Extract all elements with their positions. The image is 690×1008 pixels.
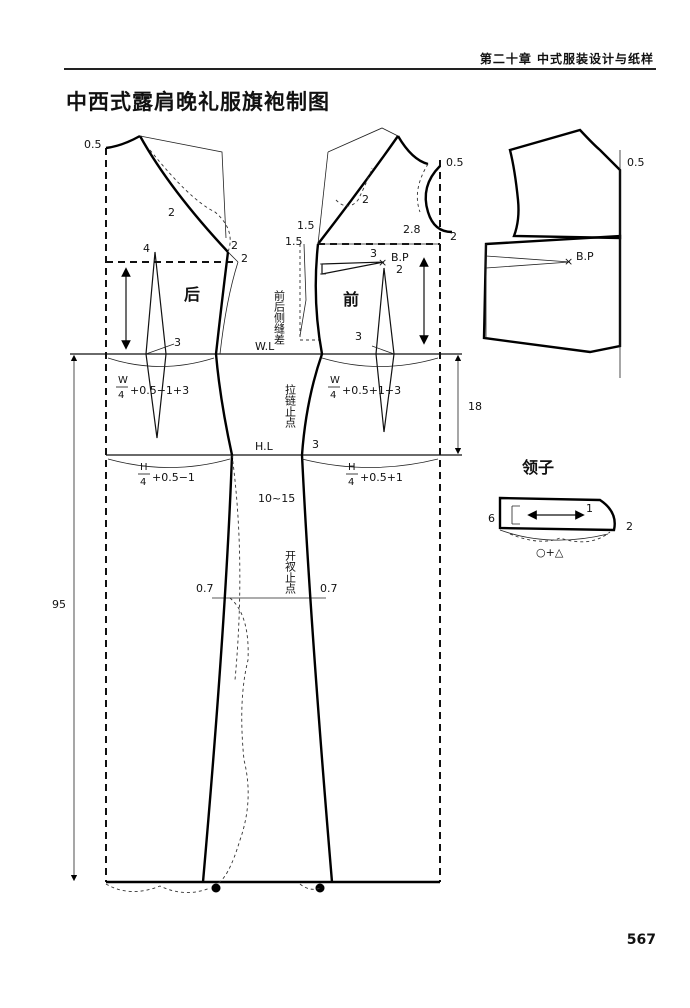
- waist-hip-label: 18: [468, 400, 482, 413]
- waist-hip-dimension: 18: [454, 354, 482, 455]
- label-zip-3: 3: [312, 438, 319, 451]
- chapter-header: 第二十章 中式服装设计与纸样: [479, 52, 654, 66]
- svg-text:+0.5+1+3: +0.5+1+3: [342, 384, 401, 397]
- back-piece: 后: [105, 134, 249, 885]
- back-hip-formula: H 4 +0.5−1: [138, 462, 195, 488]
- page-number: 567: [626, 932, 656, 948]
- collar-piece: 领子 6 1 2 ○+△: [488, 458, 633, 559]
- label-bp-2: 2: [396, 263, 403, 276]
- waist-line: W.L: [70, 340, 462, 355]
- label-neck-rise: 0.5: [84, 138, 102, 151]
- svg-text:W: W: [118, 375, 128, 386]
- yoke-bp-label: B.P: [576, 250, 594, 263]
- label-back-armhole: 2: [168, 206, 175, 219]
- label-hem-07-right: 0.7: [320, 582, 338, 595]
- note-side-seam-diff: 前后侧缝差: [273, 289, 286, 345]
- label-collar-1: 1: [586, 502, 593, 515]
- label-back-side: 2: [231, 239, 238, 252]
- label-front-dart-width: 3: [355, 330, 362, 343]
- svg-text:+0.5−1+3: +0.5−1+3: [130, 384, 189, 397]
- label-back-dart-width: 3: [174, 336, 181, 349]
- collar-panel-label: 领子: [522, 458, 554, 477]
- label-front-15b: 1.5: [285, 235, 303, 248]
- label-bp-3: 3: [370, 247, 377, 260]
- label-back-side-b: 2: [241, 252, 248, 265]
- svg-text:H: H: [140, 462, 148, 473]
- bp-label-front: B.P: [391, 251, 409, 264]
- total-length-label: 95: [52, 598, 66, 611]
- front-piece: 前 × B.P: [299, 127, 453, 883]
- label-collar-length: ○+△: [536, 546, 564, 559]
- hip-line-label: H.L: [255, 440, 274, 453]
- length-dimension: 95: [52, 354, 78, 882]
- hip-line: H.L: [106, 440, 462, 456]
- hem-curve-front: [299, 883, 321, 890]
- label-front-15a: 1.5: [297, 219, 315, 232]
- front-waist-formula: W 4 +0.5+1+3: [328, 375, 401, 401]
- back-waist-formula: W 4 +0.5−1+3: [116, 375, 189, 401]
- label-hem-07-left: 0.7: [196, 582, 214, 595]
- hem-curve-back: [105, 883, 211, 893]
- svg-text:4: 4: [330, 390, 336, 401]
- hem-notch-back: [211, 883, 221, 893]
- label-yoke-shoulder: 0.5: [627, 156, 645, 169]
- hem-notch-front: [315, 883, 325, 893]
- label-front-28: 2.8: [403, 223, 421, 236]
- front-waist-arc: [321, 357, 439, 367]
- yoke-bp-mark: ×: [564, 255, 573, 268]
- header-rule: [64, 68, 656, 70]
- label-front-neck: 2: [362, 193, 369, 206]
- svg-text:4: 4: [118, 390, 124, 401]
- label-front-armhole: 2: [450, 230, 457, 243]
- svg-text:W: W: [330, 375, 340, 386]
- svg-text:4: 4: [140, 477, 146, 488]
- label-shoulder-drop: 0.5: [446, 156, 464, 169]
- front-hip-arc: [301, 458, 439, 468]
- front-hip-formula: H 4 +0.5+1: [346, 462, 403, 488]
- label-range-10-15: 10~15: [258, 492, 295, 505]
- back-hip-arc: [107, 458, 231, 468]
- label-collar-6: 6: [488, 512, 495, 525]
- note-slit-stop: 开衩止点: [284, 550, 297, 595]
- yoke-piece: × B.P 0.5: [482, 128, 645, 378]
- page-title: 中西式露肩晚礼服旗袍制图: [66, 90, 330, 114]
- svg-text:H: H: [348, 462, 356, 473]
- back-panel-label: 后: [184, 285, 200, 304]
- svg-text:+0.5+1: +0.5+1: [360, 471, 403, 484]
- note-zipper-stop: 拉链止点: [284, 383, 297, 429]
- bp-mark: ×: [378, 256, 387, 269]
- svg-text:4: 4: [348, 477, 354, 488]
- label-back-dart-top: 4: [143, 242, 150, 255]
- front-panel-label: 前: [343, 290, 359, 309]
- back-waist-arc: [107, 357, 215, 367]
- label-collar-2: 2: [626, 520, 633, 533]
- waist-line-label: W.L: [255, 340, 275, 353]
- svg-text:+0.5−1: +0.5−1: [152, 471, 195, 484]
